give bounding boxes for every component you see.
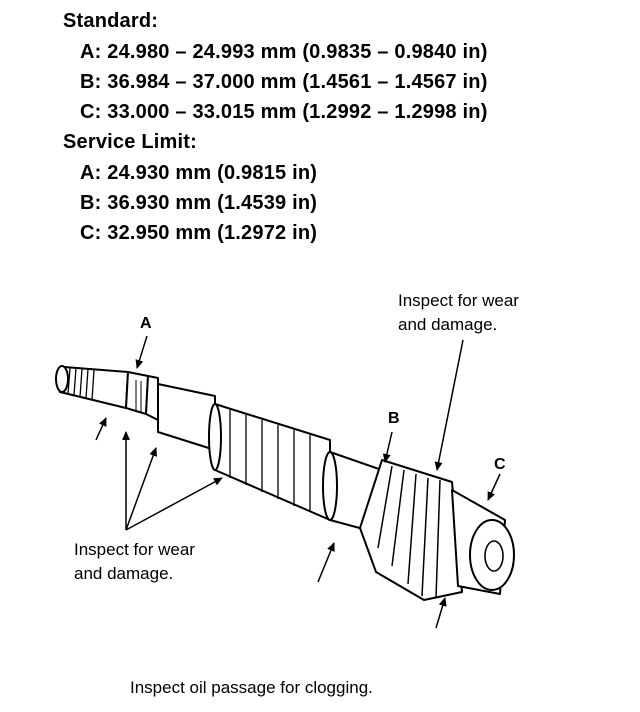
inspect-wear-line-1: Inspect for wear (398, 291, 519, 310)
inspect-wear-label-left: Inspect for wear and damage. (74, 538, 195, 586)
label-c: C (494, 456, 506, 473)
arrow-inspect-left-3 (125, 477, 223, 531)
arrow-b-bottom (317, 542, 335, 583)
splined-section (214, 403, 331, 521)
caption-oil-passage: Inspect oil passage for clogging. (130, 678, 373, 697)
arrow-c-bottom (435, 597, 447, 629)
journal-b-end (322, 451, 338, 521)
inspect-wear-label-right: Inspect for wear and damage. (398, 289, 519, 337)
service-limit-item-b: B: 36.930 mm (1.4539 in) (80, 192, 318, 214)
thread-lines (67, 367, 95, 401)
standard-item-c: C: 33.000 – 33.015 mm (1.2992 – 1.2998 i… (80, 101, 488, 123)
standard-item-b: B: 36.984 – 37.000 mm (1.4561 – 1.4567 i… (80, 71, 488, 93)
small-spline-teeth (135, 380, 142, 412)
arrow-a (135, 335, 148, 369)
arrow-inspect-left-2 (125, 447, 158, 531)
arrow-a-bottom (95, 417, 107, 441)
label-b: B (388, 410, 400, 427)
inspect-wear-line-2: and damage. (398, 315, 498, 334)
helical-gear (359, 459, 463, 601)
collar (157, 383, 216, 451)
gear-teeth (377, 465, 441, 599)
standard-heading: Standard: (63, 10, 159, 32)
threaded-end-face (55, 365, 69, 393)
standard-item-a: A: 24.980 – 24.993 mm (0.9835 – 0.9840 i… (80, 41, 488, 63)
inspect-wear-line-2: and damage. (74, 564, 174, 583)
oil-passage (484, 540, 504, 572)
splined-section-end (208, 403, 222, 471)
small-spline (145, 375, 159, 421)
shaft-drawing (55, 365, 515, 601)
arrow-b (382, 431, 393, 463)
leader-arrows (95, 335, 501, 629)
arrow-inspect-right (434, 339, 464, 471)
service-limit-heading: Service Limit: (63, 131, 197, 153)
inspect-wear-line-1: Inspect for wear (74, 540, 195, 559)
service-limit-item-c: C: 32.950 mm (1.2972 in) (80, 222, 318, 244)
label-a: A (140, 315, 152, 332)
spline-teeth (229, 410, 311, 512)
arrow-c (487, 473, 501, 501)
journal-a (125, 371, 149, 415)
service-limit-item-a: A: 24.930 mm (0.9815 in) (80, 162, 318, 184)
